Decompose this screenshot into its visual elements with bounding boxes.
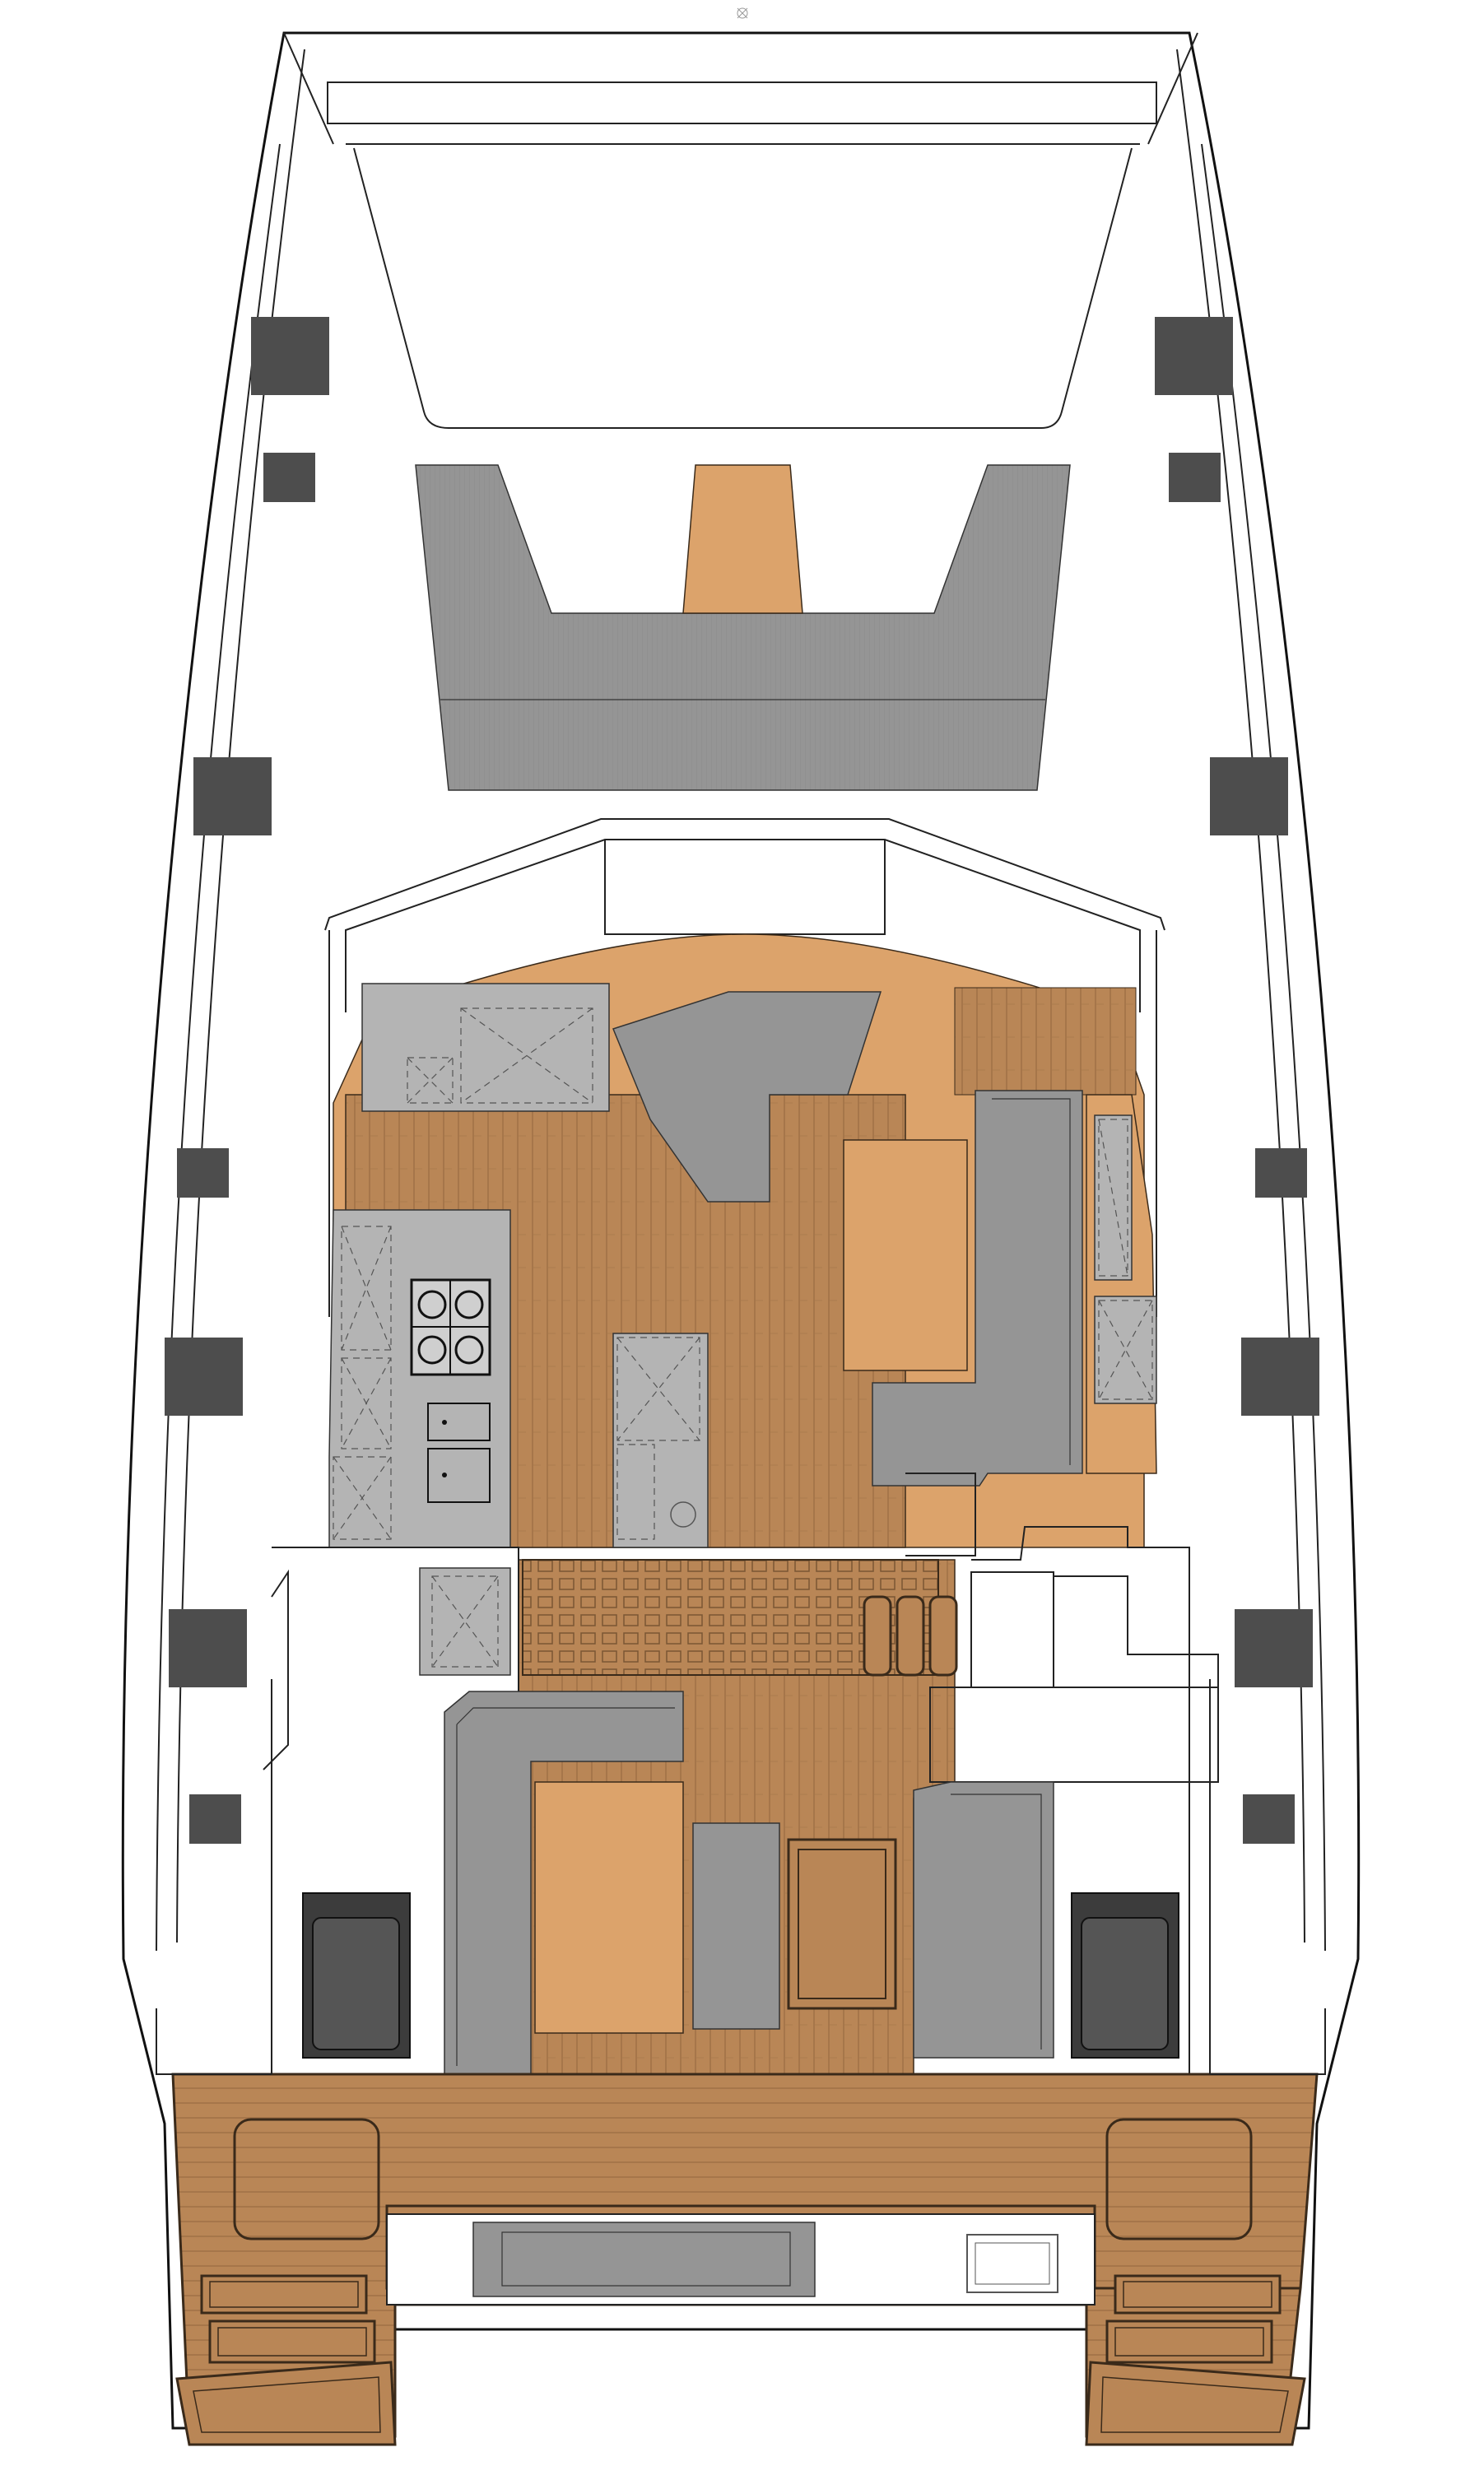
stbd-hatch-aft: [1105, 2118, 1253, 2240]
sink-icon: [427, 1403, 491, 1503]
port-hatch-aft: [233, 2118, 380, 2240]
starboard-steps: [1085, 2274, 1306, 2446]
window-stbd-5: [1241, 1338, 1319, 1416]
window-stbd-2: [1169, 453, 1221, 502]
aft-bench-grating: [522, 1559, 958, 1677]
aft-deck: [171, 2073, 1319, 2438]
forward-cockpit: [415, 464, 1071, 791]
window-stbd-3: [1210, 757, 1288, 835]
aft-equipment: [302, 1892, 1179, 2059]
window-port-7: [189, 1794, 241, 1844]
port-cockpit-structure: [263, 1547, 519, 2074]
foredeck: [283, 32, 1198, 429]
window-stbd-1: [1155, 317, 1233, 395]
stove-icon: [410, 1278, 491, 1376]
window-port-2: [263, 453, 315, 502]
salon-door: [905, 1473, 976, 1556]
starboard-locker: [1086, 1094, 1157, 1474]
window-port-3: [193, 757, 272, 835]
window-port-5: [165, 1338, 243, 1416]
salon-settee: [872, 1090, 1083, 1487]
salon-table: [843, 1139, 968, 1371]
salon-front: [324, 818, 1165, 1317]
window-port-6: [169, 1609, 247, 1687]
port-steps: [175, 2274, 397, 2446]
top-marker: [737, 7, 748, 19]
hull-windows: [165, 317, 1319, 1844]
cockpit-table: [534, 1781, 897, 2034]
starboard-cockpit-structure: [913, 1526, 1219, 2074]
nav-seat: [612, 991, 882, 1203]
window-stbd-4: [1255, 1148, 1307, 1198]
window-port-4: [177, 1148, 229, 1198]
side-deck-lines: [156, 1679, 1326, 2075]
window-stbd-6: [1235, 1609, 1313, 1687]
aft-cooler: [966, 2234, 1058, 2293]
window-stbd-7: [1243, 1794, 1295, 1844]
window-port-1: [251, 317, 329, 395]
galley-island: [612, 1333, 709, 1548]
